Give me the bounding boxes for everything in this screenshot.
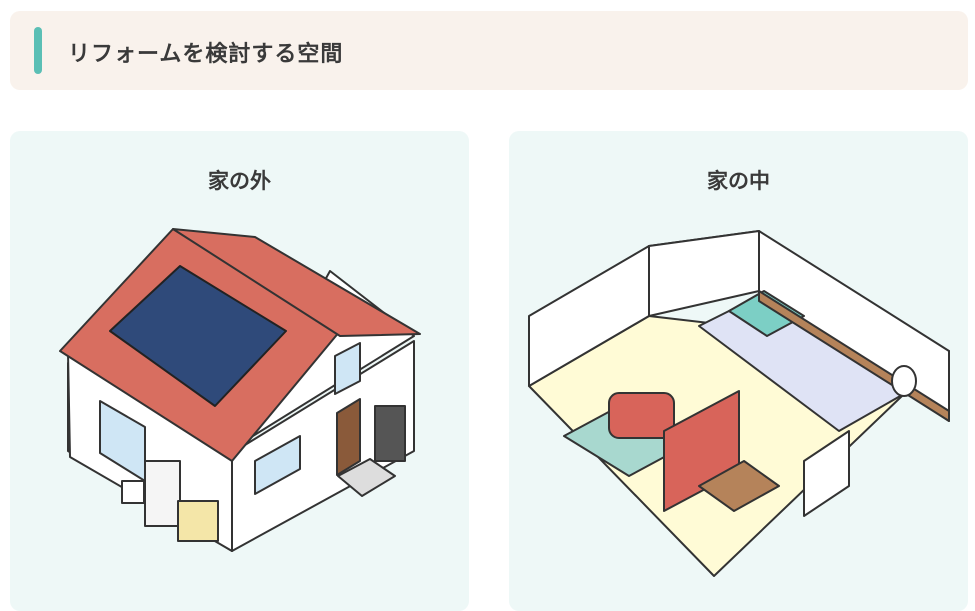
card-title: 家の中: [707, 169, 770, 193]
card-exterior[interactable]: 家の外: [10, 131, 469, 611]
section-title: リフォームを検討する空間: [68, 42, 344, 67]
accent-bar: [34, 27, 42, 74]
house-exterior-illustration: [59, 228, 421, 552]
house-interior-illustration: [528, 230, 950, 577]
section-header: リフォームを検討する空間: [10, 11, 968, 90]
card-interior[interactable]: 家の中: [509, 131, 968, 611]
card-title: 家の外: [208, 169, 271, 193]
